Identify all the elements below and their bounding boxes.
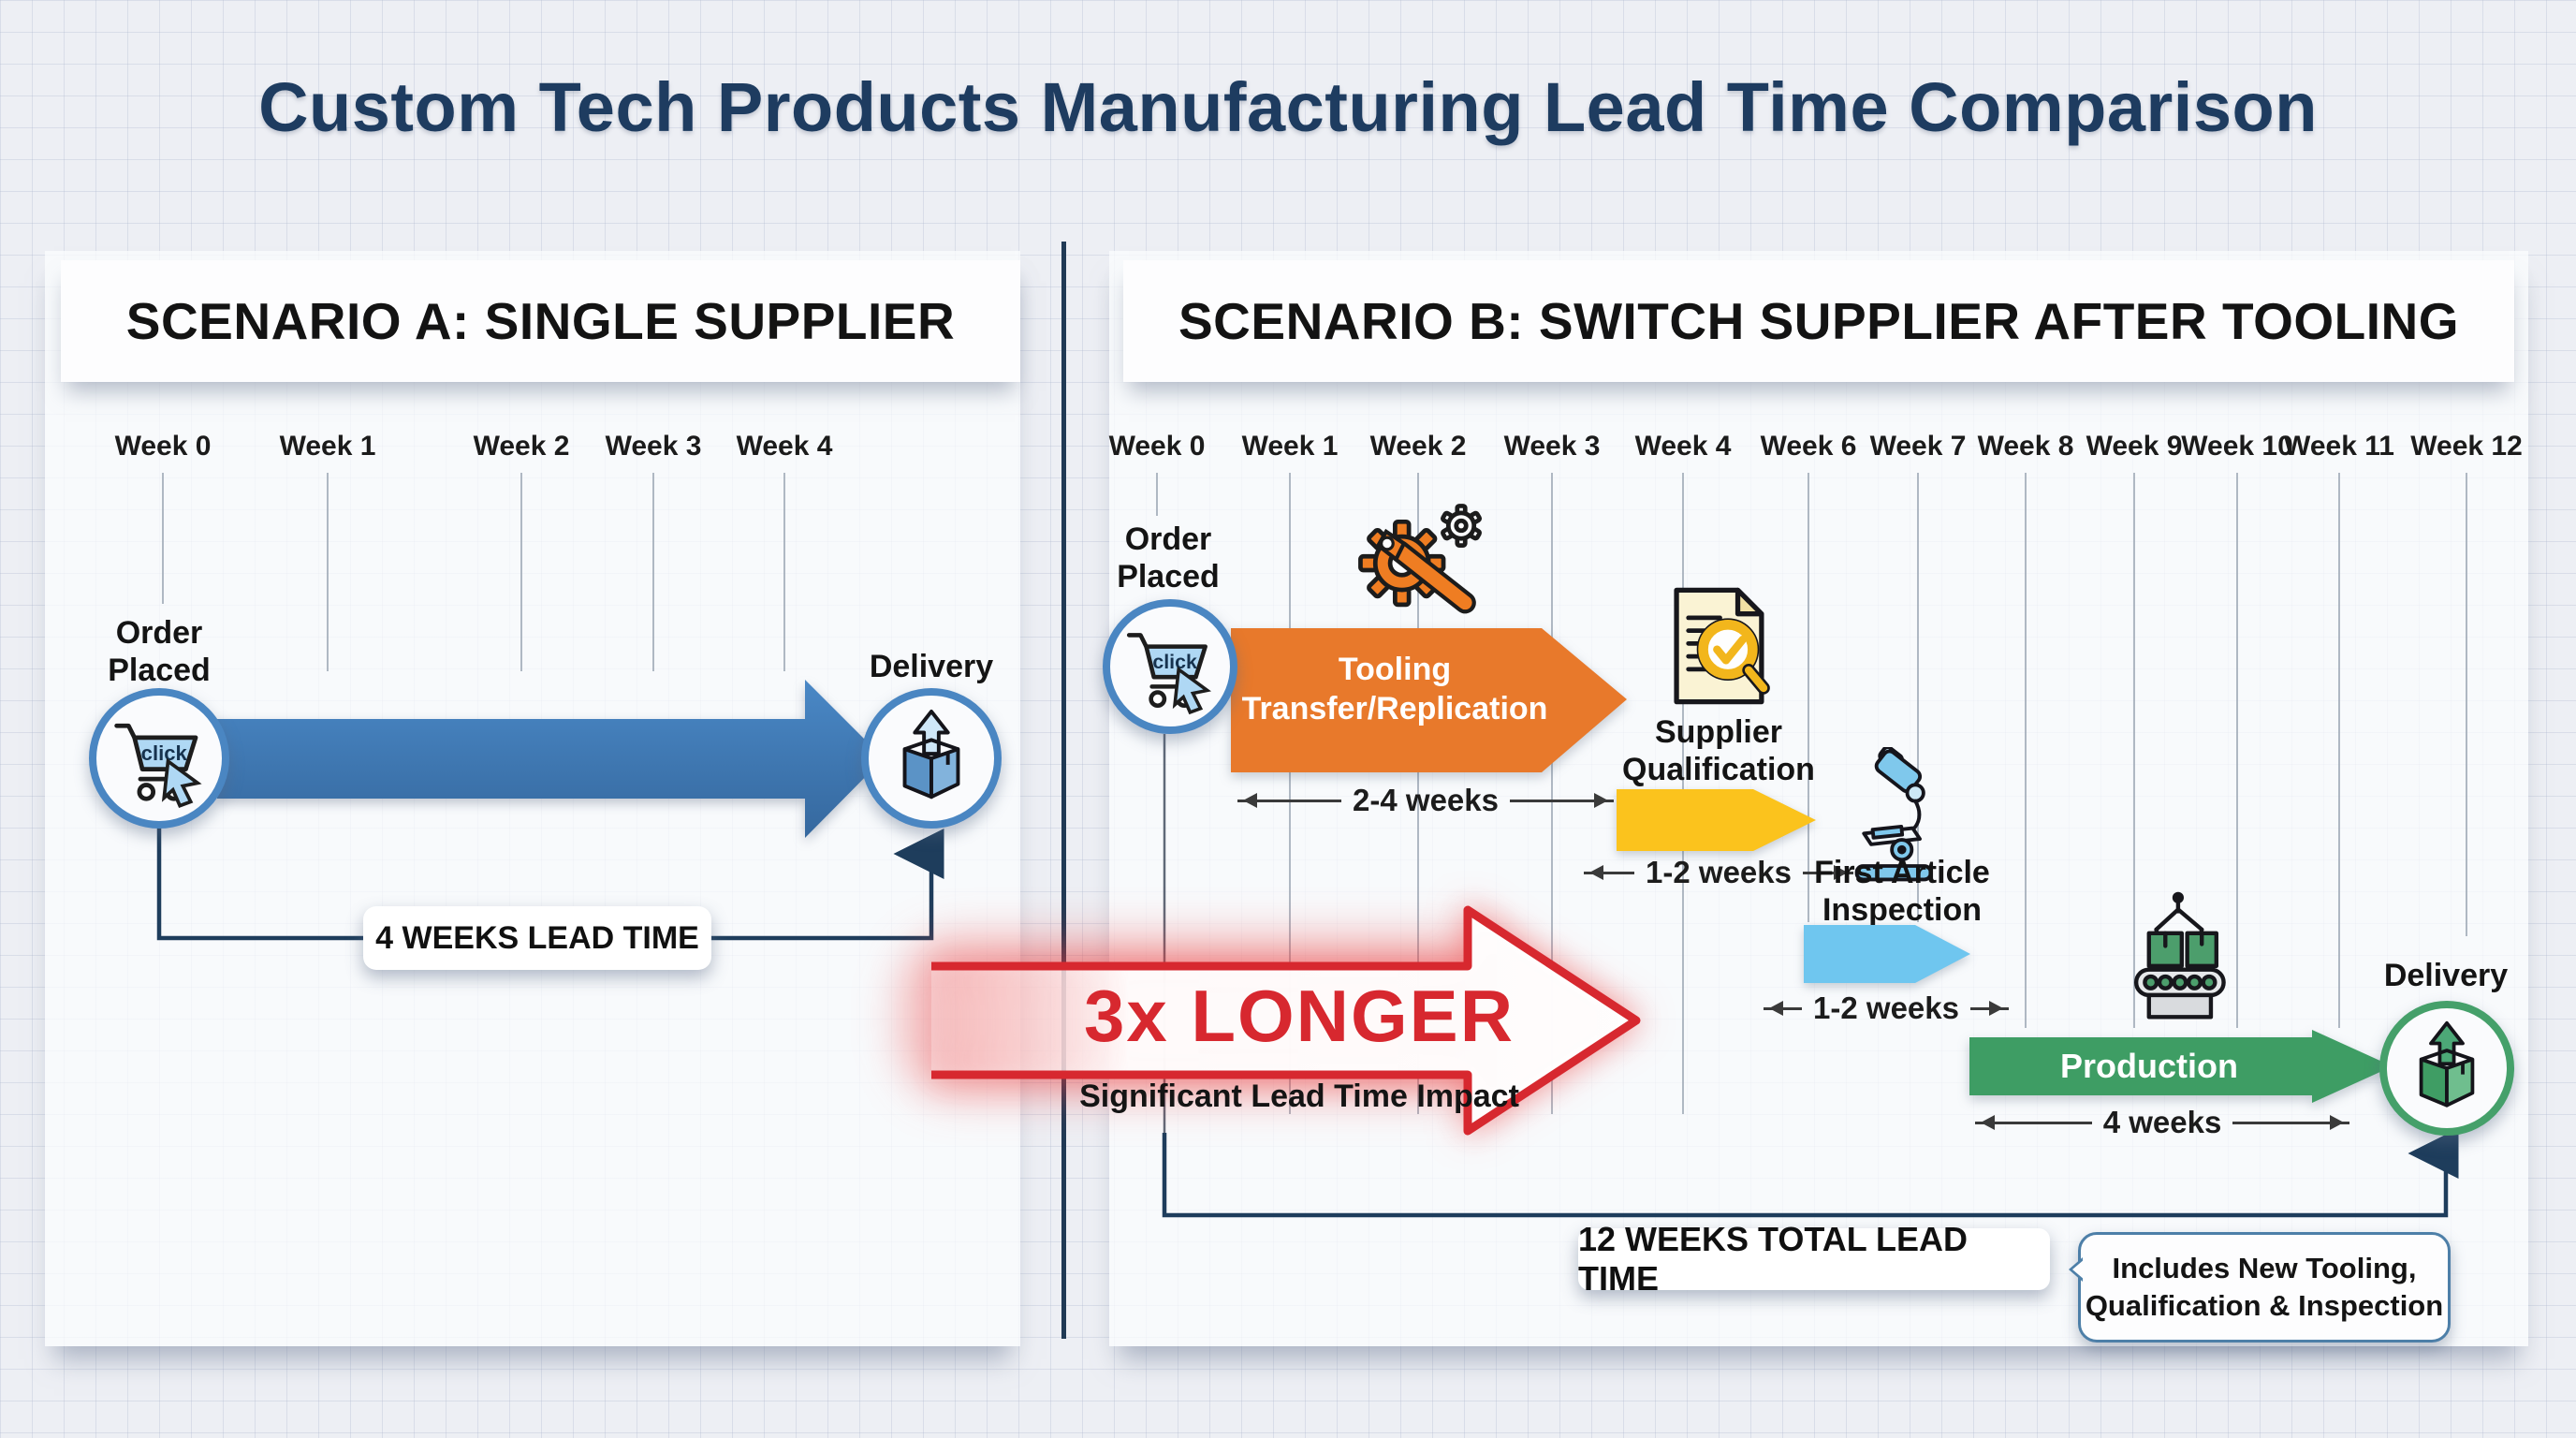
delivery-node-b: [2379, 1001, 2514, 1136]
week-tick: [1808, 473, 1809, 922]
week-tick: [2466, 473, 2467, 936]
tooling-duration: 2-4 weeks: [1237, 783, 1615, 818]
week-label-a0: Week 0: [114, 431, 212, 462]
week-tick: [520, 473, 522, 671]
order-placed-label-b: Order Placed: [1117, 521, 1220, 594]
impact-arrow: [931, 905, 1641, 1136]
dim-line-right: [1509, 792, 1615, 808]
inspection-phase-arrow: [1804, 925, 1970, 983]
week-tick: [1417, 473, 1419, 1114]
cart-click-icon: click: [1126, 633, 1212, 715]
week-tick: [2236, 473, 2238, 1028]
week-label-b9: Week 9: [2086, 431, 2183, 462]
production-phase-arrow: [1969, 1030, 2393, 1103]
week-label-b3: Week 3: [1503, 431, 1601, 462]
week-label-b11: Week 11: [2284, 431, 2394, 462]
order-placed-node-b: click: [1103, 599, 1237, 734]
page-title: Custom Tech Products Manufacturing Lead …: [258, 68, 2318, 146]
scenario-b-panel: [1109, 251, 2528, 1346]
week-label-b10: Week 10: [2181, 431, 2293, 462]
week-tick: [783, 473, 785, 671]
qualification-phase-arrow: [1617, 789, 1816, 851]
inspection-duration: 1-2 weeks: [1764, 990, 2010, 1026]
dim-line-right: [1969, 1000, 2010, 1016]
week-label-b12: Week 12: [2410, 431, 2523, 462]
click-label: click: [141, 741, 188, 765]
qualification-duration: 1-2 weeks: [1584, 855, 1854, 890]
week-label-a1: Week 1: [279, 431, 376, 462]
lead-time-bracket-b: [1162, 1128, 2459, 1218]
conveyor-belt-icon: [2133, 891, 2226, 1020]
scenario-a-header: SCENARIO A: SINGLE SUPPLIER: [61, 260, 1020, 382]
cursor-icon: [161, 757, 202, 808]
delivery-box-icon: [2419, 1020, 2475, 1108]
lead-time-badge-a: 4 WEEKS LEAD TIME: [363, 906, 711, 970]
week-label-b7: Week 7: [1869, 431, 1967, 462]
total-lead-time-badge: 12 WEEKS TOTAL LEAD TIME: [1578, 1220, 2050, 1298]
week-tick: [2338, 473, 2340, 1028]
production-phase-label: Production: [2060, 1047, 2238, 1085]
qualification-label: Supplier Qualification: [1622, 714, 1815, 787]
order-placed-node-a: click: [89, 688, 229, 829]
total-lead-time-callout: Includes New Tooling, Qualification & In…: [2069, 1232, 2451, 1343]
order-placed-label-a: Order Placed: [108, 615, 211, 688]
cart-click-icon: click: [114, 723, 202, 808]
dim-line-left: [1764, 1000, 1803, 1016]
dim-line-left: [1975, 1114, 2092, 1130]
dim-line-right: [2232, 1114, 2350, 1130]
small-gear: [1441, 504, 1483, 548]
week-tick: [1156, 473, 1158, 516]
delivery-box-icon: [902, 709, 960, 800]
gear-wrench-icon: [1358, 504, 1483, 614]
dim-line-right: [1802, 864, 1854, 880]
microscope-icon: [1854, 747, 1933, 882]
week-label-b0: Week 0: [1108, 431, 1206, 462]
week-tick: [327, 473, 329, 671]
week-label-b8: Week 8: [1977, 431, 2074, 462]
week-tick: [1289, 473, 1291, 1114]
week-label-a4: Week 4: [736, 431, 833, 462]
scenario-b-header: SCENARIO B: SWITCH SUPPLIER AFTER TOOLIN…: [1123, 260, 2514, 382]
document-check-icon: [1674, 587, 1770, 705]
week-label-b6: Week 6: [1760, 431, 1857, 462]
tooling-phase-arrow: [1231, 628, 1627, 772]
week-tick: [2133, 473, 2135, 1028]
cursor-icon: [1172, 666, 1212, 715]
week-label-b1: Week 1: [1241, 431, 1339, 462]
panel-divider: [1061, 242, 1066, 1339]
dim-line-left: [1584, 864, 1635, 880]
delivery-node-a: [861, 688, 1002, 829]
click-label: click: [1152, 651, 1197, 673]
week-label-b4: Week 4: [1634, 431, 1732, 462]
week-tick: [652, 473, 654, 671]
production-duration: 4 weeks: [1975, 1105, 2350, 1140]
week-label-a2: Week 2: [473, 431, 570, 462]
week-tick: [2025, 473, 2027, 1028]
week-tick: [1917, 473, 1919, 922]
impact-headline: 3x LONGER: [1083, 975, 1515, 1057]
lead-time-arrow-a: [217, 680, 884, 838]
week-label-b2: Week 2: [1369, 431, 1467, 462]
week-tick: [162, 473, 164, 604]
impact-subtext: Significant Lead Time Impact: [1079, 1078, 1519, 1114]
inspection-label: First Article Inspection: [1814, 855, 1990, 928]
tooling-phase-label: Tooling Transfer/Replication: [1241, 652, 1548, 726]
delivery-label-a: Delivery: [869, 649, 994, 684]
dim-line-left: [1237, 792, 1342, 808]
week-tick: [1551, 473, 1553, 1114]
delivery-label-b: Delivery: [2383, 958, 2509, 993]
week-label-a3: Week 3: [605, 431, 702, 462]
